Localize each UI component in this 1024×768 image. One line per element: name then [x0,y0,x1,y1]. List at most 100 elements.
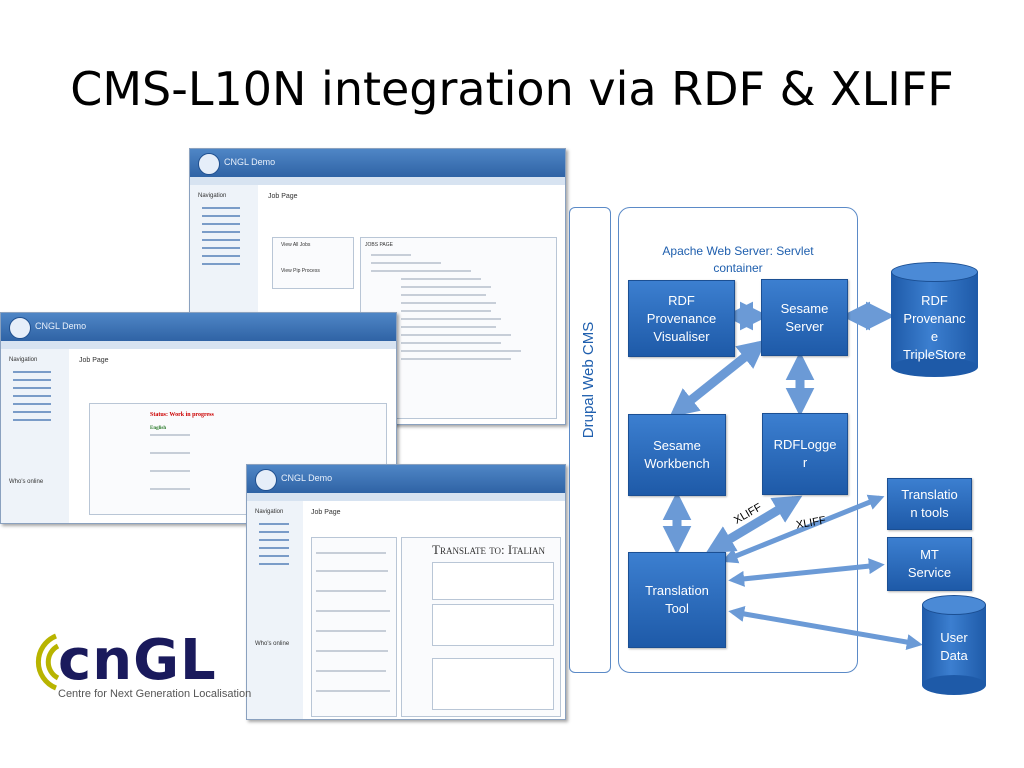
segments-panel [311,537,397,717]
nav-link[interactable] [202,247,240,249]
progress-bar [150,488,190,490]
store-label: RDF Provenanc e TripleStore [891,292,978,364]
node-label: Translatio [901,487,958,502]
node-label: RDFLogge [773,437,837,452]
nav-link[interactable] [202,215,240,217]
node-rdf-visualiser: RDF Provenance Visualiser [628,280,735,357]
screenshot-translate: CNGL Demo Navigation Who's online Job Pa… [246,464,566,720]
store-label-line: User [940,630,968,645]
nav-link[interactable] [259,547,289,549]
tree-line [401,278,481,280]
nav-link[interactable] [13,371,51,373]
tree-line [401,334,511,336]
store-label-line: TripleStore [902,347,967,362]
nav-link[interactable] [202,231,240,233]
cylinder-top [922,595,986,615]
nav-link[interactable] [13,387,51,389]
segment-line [316,690,390,692]
language-label: English [150,426,167,431]
node-sesame-server: Sesame Server [761,279,848,356]
tree-line [401,350,521,352]
nav-link[interactable] [259,531,289,533]
cngl-waves-icon [35,633,60,691]
cngl-logo-icon [9,317,31,339]
progress-bar [150,470,190,472]
store-label-line: Provenanc [903,311,966,326]
status-text: Status: Work in progress [150,412,214,418]
nav-link[interactable] [202,223,240,225]
view-process-button[interactable]: View Pip Process [281,268,320,274]
cylinder-body [891,272,978,367]
page-title: Job Page [268,193,298,200]
cngl-logo-icon [198,153,220,175]
cylinder-bottom [891,357,978,377]
cngl-logo-text: cnGL [58,628,217,693]
node-mt-service: MT Service [887,537,972,591]
segment-line [316,650,388,652]
suggestions-box [432,604,554,646]
drupal-cms-container [569,207,611,673]
nav-link[interactable] [13,419,51,421]
cngl-logo-subtitle: Centre for Next Generation Localisation [58,688,252,700]
nav-link[interactable] [202,239,240,241]
segment-line [316,552,386,554]
jobs-panel: View All Jobs View Pip Process [272,237,354,289]
nav-link[interactable] [259,555,289,557]
node-label: Tool [665,601,689,616]
nav-link[interactable] [202,255,240,257]
who-online-heading: Who's online [255,641,290,647]
view-all-jobs-button[interactable]: View All Jobs [281,242,311,248]
nav-title: Navigation [255,509,284,515]
nav-link[interactable] [13,411,51,413]
node-translation-tool: Translation Tool [628,552,726,648]
node-sesame-workbench: Sesame Workbench [628,414,726,496]
translate-panel: Translate to: Italian [401,537,561,717]
who-online-heading: Who's online [9,479,44,485]
nav-sidebar: Navigation Who's online [1,349,69,523]
store-label-line: RDF [921,293,948,308]
node-label: Sesame [653,438,701,453]
translate-heading: Translate to: Italian [432,542,545,557]
visualiser-header: JOBS PAGE [365,242,393,248]
tree-line [401,326,496,328]
cylinder-bottom [922,675,986,695]
node-translation-tools: Translatio n tools [887,478,972,530]
tree-line [371,270,471,272]
progress-bar [150,452,190,454]
apache-server-label: Apache Web Server: Servlet container [662,244,814,275]
tree-line [401,318,501,320]
tree-line [401,310,491,312]
target-textarea[interactable] [432,658,554,710]
tree-line [401,294,486,296]
segment-line [316,590,386,592]
node-label: RDF [668,292,695,308]
app-brand: CNGL Demo [224,157,276,167]
segment-line [316,570,388,572]
node-label: r [802,455,808,470]
nav-link[interactable] [202,263,240,265]
node-label: Sesame [780,300,829,316]
nav-link[interactable] [259,539,289,541]
tree-line [371,262,441,264]
breadcrumb [247,493,565,501]
progress-bar [150,434,190,436]
node-label: Translation [645,583,709,598]
store-user-data: User Data [922,595,986,695]
store-label-line: e [930,329,939,344]
nav-link[interactable] [202,207,240,209]
cngl-logo-icon [255,469,277,491]
nav-title: Navigation [198,193,227,199]
nav-link[interactable] [13,395,51,397]
tree-line [401,358,511,360]
nav-link[interactable] [259,523,289,525]
nav-link[interactable] [13,403,51,405]
app-brand: CNGL Demo [281,473,333,483]
node-label: Service [907,565,952,580]
cylinder-body [922,605,986,685]
nav-link[interactable] [259,563,289,565]
tree-line [401,286,491,288]
source-textarea[interactable] [432,562,554,600]
app-brand: CNGL Demo [35,321,87,331]
nav-link[interactable] [13,379,51,381]
